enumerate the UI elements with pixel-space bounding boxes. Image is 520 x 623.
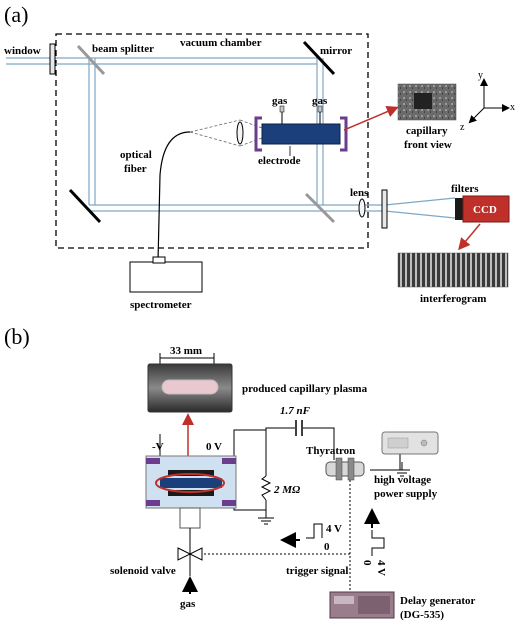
dimension-label: 33 mm [170, 345, 202, 357]
fiber-label: fiber [124, 163, 147, 175]
front-view-label: front view [404, 139, 452, 151]
panel-b: (b) 33 mm produced capillary plasma [4, 324, 476, 621]
ccd-camera [462, 195, 510, 223]
capacitance-label: 1.7 nF [280, 405, 311, 417]
window-plate [49, 43, 56, 75]
wire-zero-v [233, 427, 295, 458]
optical-fiber [157, 131, 191, 263]
plasma-glow [161, 379, 219, 395]
lens-output [358, 198, 366, 218]
pulse-vertical [371, 530, 385, 556]
produced-plasma-label: produced capillary plasma [242, 383, 368, 395]
capillary-chamber [145, 455, 237, 529]
beam-splitter-bottom [304, 192, 336, 224]
beam-splitter-top [76, 44, 106, 76]
hv-power-supply [381, 431, 439, 455]
axis-z-label: z [460, 122, 465, 133]
resistor [260, 475, 272, 501]
wire-to-hv [370, 452, 401, 471]
beam-splitter-label: beam splitter [92, 43, 154, 55]
wire-to-thyratron [303, 427, 335, 460]
thyratron [325, 457, 365, 481]
exit-window [381, 189, 388, 229]
neg-v-label: -V [152, 441, 164, 453]
gas-label: gas [180, 598, 196, 610]
mirror-top-right [302, 40, 336, 76]
ccd-label: CCD [473, 204, 497, 216]
filters-block [455, 198, 463, 220]
hv-supply-label-2: power supply [374, 488, 438, 500]
interferogram-label: interferogram [420, 293, 486, 305]
window-label: window [4, 45, 41, 57]
mirror-bottom-left [68, 188, 102, 224]
vacuum-chamber-box [55, 33, 369, 249]
pulse-vertical-4v-label: 4 V [375, 560, 387, 576]
trigger-label: trigger signal [286, 565, 348, 577]
spectrometer-label: spectrometer [130, 299, 192, 311]
lens-cone-top [239, 119, 263, 129]
delay-gen-label-1: Delay generator [400, 595, 476, 607]
pulse-vertical-0-label: 0 [361, 560, 373, 566]
capillary-label: capillary [406, 125, 448, 137]
gas-left-label: gas [272, 95, 288, 107]
filters-label: filters [451, 183, 479, 195]
capillary-assembly [254, 105, 348, 152]
panel-b-label: (b) [4, 324, 30, 349]
wire-bottom-electrode [233, 498, 266, 511]
pulse-0-label: 0 [324, 541, 330, 553]
delay-gen-label-2: (DG-535) [400, 609, 444, 621]
electrode-label: electrode [258, 155, 301, 167]
optical-label: optical [120, 149, 152, 161]
gas-right-label: gas [312, 95, 328, 107]
vacuum-chamber-label: vacuum chamber [180, 37, 262, 49]
resistor-label: 2 MΩ [273, 484, 301, 496]
pulse-horizontal [306, 523, 323, 539]
axis-y-label: y [478, 70, 483, 81]
ground-symbol-resistor [258, 517, 274, 525]
solenoid-label: solenoid valve [110, 565, 176, 577]
lens-cone-bottom [239, 137, 263, 147]
solenoid-valve-symbol [177, 547, 203, 561]
ground-symbol-hv [394, 462, 410, 477]
front-view-arrow [343, 105, 399, 131]
fiber-cone-top [189, 119, 241, 133]
spectrometer-port [152, 256, 166, 264]
zero-v-label: 0 V [206, 441, 222, 453]
mirror-label: mirror [320, 45, 352, 57]
capillary-bore [414, 93, 432, 109]
coordinate-axes [468, 78, 510, 124]
delay-generator [329, 591, 395, 619]
lens-label: lens [350, 187, 369, 199]
collection-lens [236, 121, 244, 145]
interferogram-image [397, 252, 509, 288]
fiber-cone-bottom [189, 131, 241, 147]
panel-a: (a) window beam splitter vacuum chamber … [4, 2, 515, 311]
axis-x-label: x [510, 102, 515, 113]
hv-supply-label-1: high voltage [374, 474, 431, 486]
pulse-4v-label: 4 V [326, 523, 342, 535]
spectrometer-box [129, 261, 203, 293]
panel-a-label: (a) [4, 2, 28, 27]
ccd-to-interferogram-arrow [458, 223, 481, 251]
thyratron-label: Thyratron [306, 445, 355, 457]
